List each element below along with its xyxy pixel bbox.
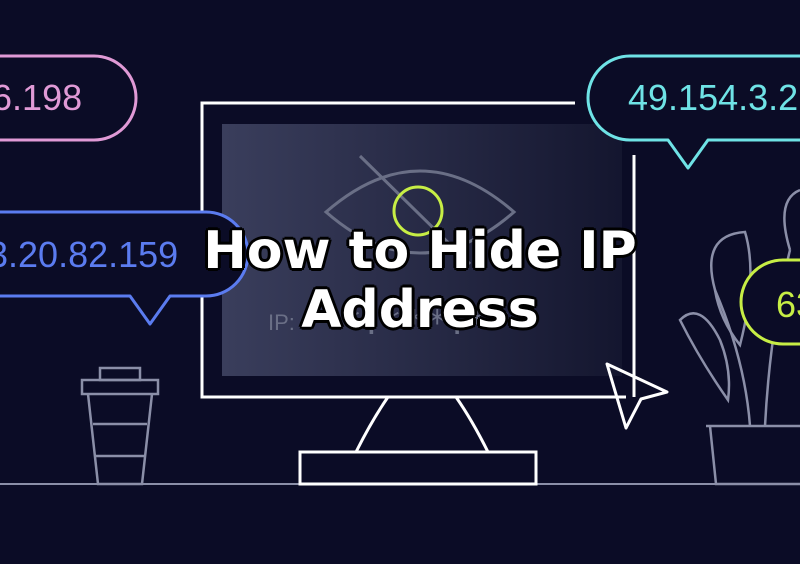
hidden-eye-icon xyxy=(323,154,517,266)
cursor-arrow-icon xyxy=(605,362,669,430)
ip-bubble-lime-text: 63 xyxy=(776,284,800,325)
ip-bubble-pink xyxy=(0,54,138,142)
monitor-screen xyxy=(222,124,622,376)
monitor-stand xyxy=(298,450,538,486)
ip-bubble-cyan xyxy=(586,54,800,170)
ip-bubble-blue-text: 3.20.82.159 xyxy=(0,234,179,275)
screen-ip-mask: **.***.** xyxy=(320,303,515,343)
ip-bubble-lime xyxy=(739,258,800,346)
screen-ip-label: IP: xyxy=(268,310,295,335)
ip-bubble-blue xyxy=(0,210,250,326)
ip-bubble-cyan-text: 49.154.3.2 xyxy=(628,77,799,118)
coffee-cup-icon xyxy=(80,366,160,486)
page-title: How to Hide IP Address xyxy=(203,221,637,340)
ip-bubble-pink-text: 1.6.198 xyxy=(0,77,83,118)
